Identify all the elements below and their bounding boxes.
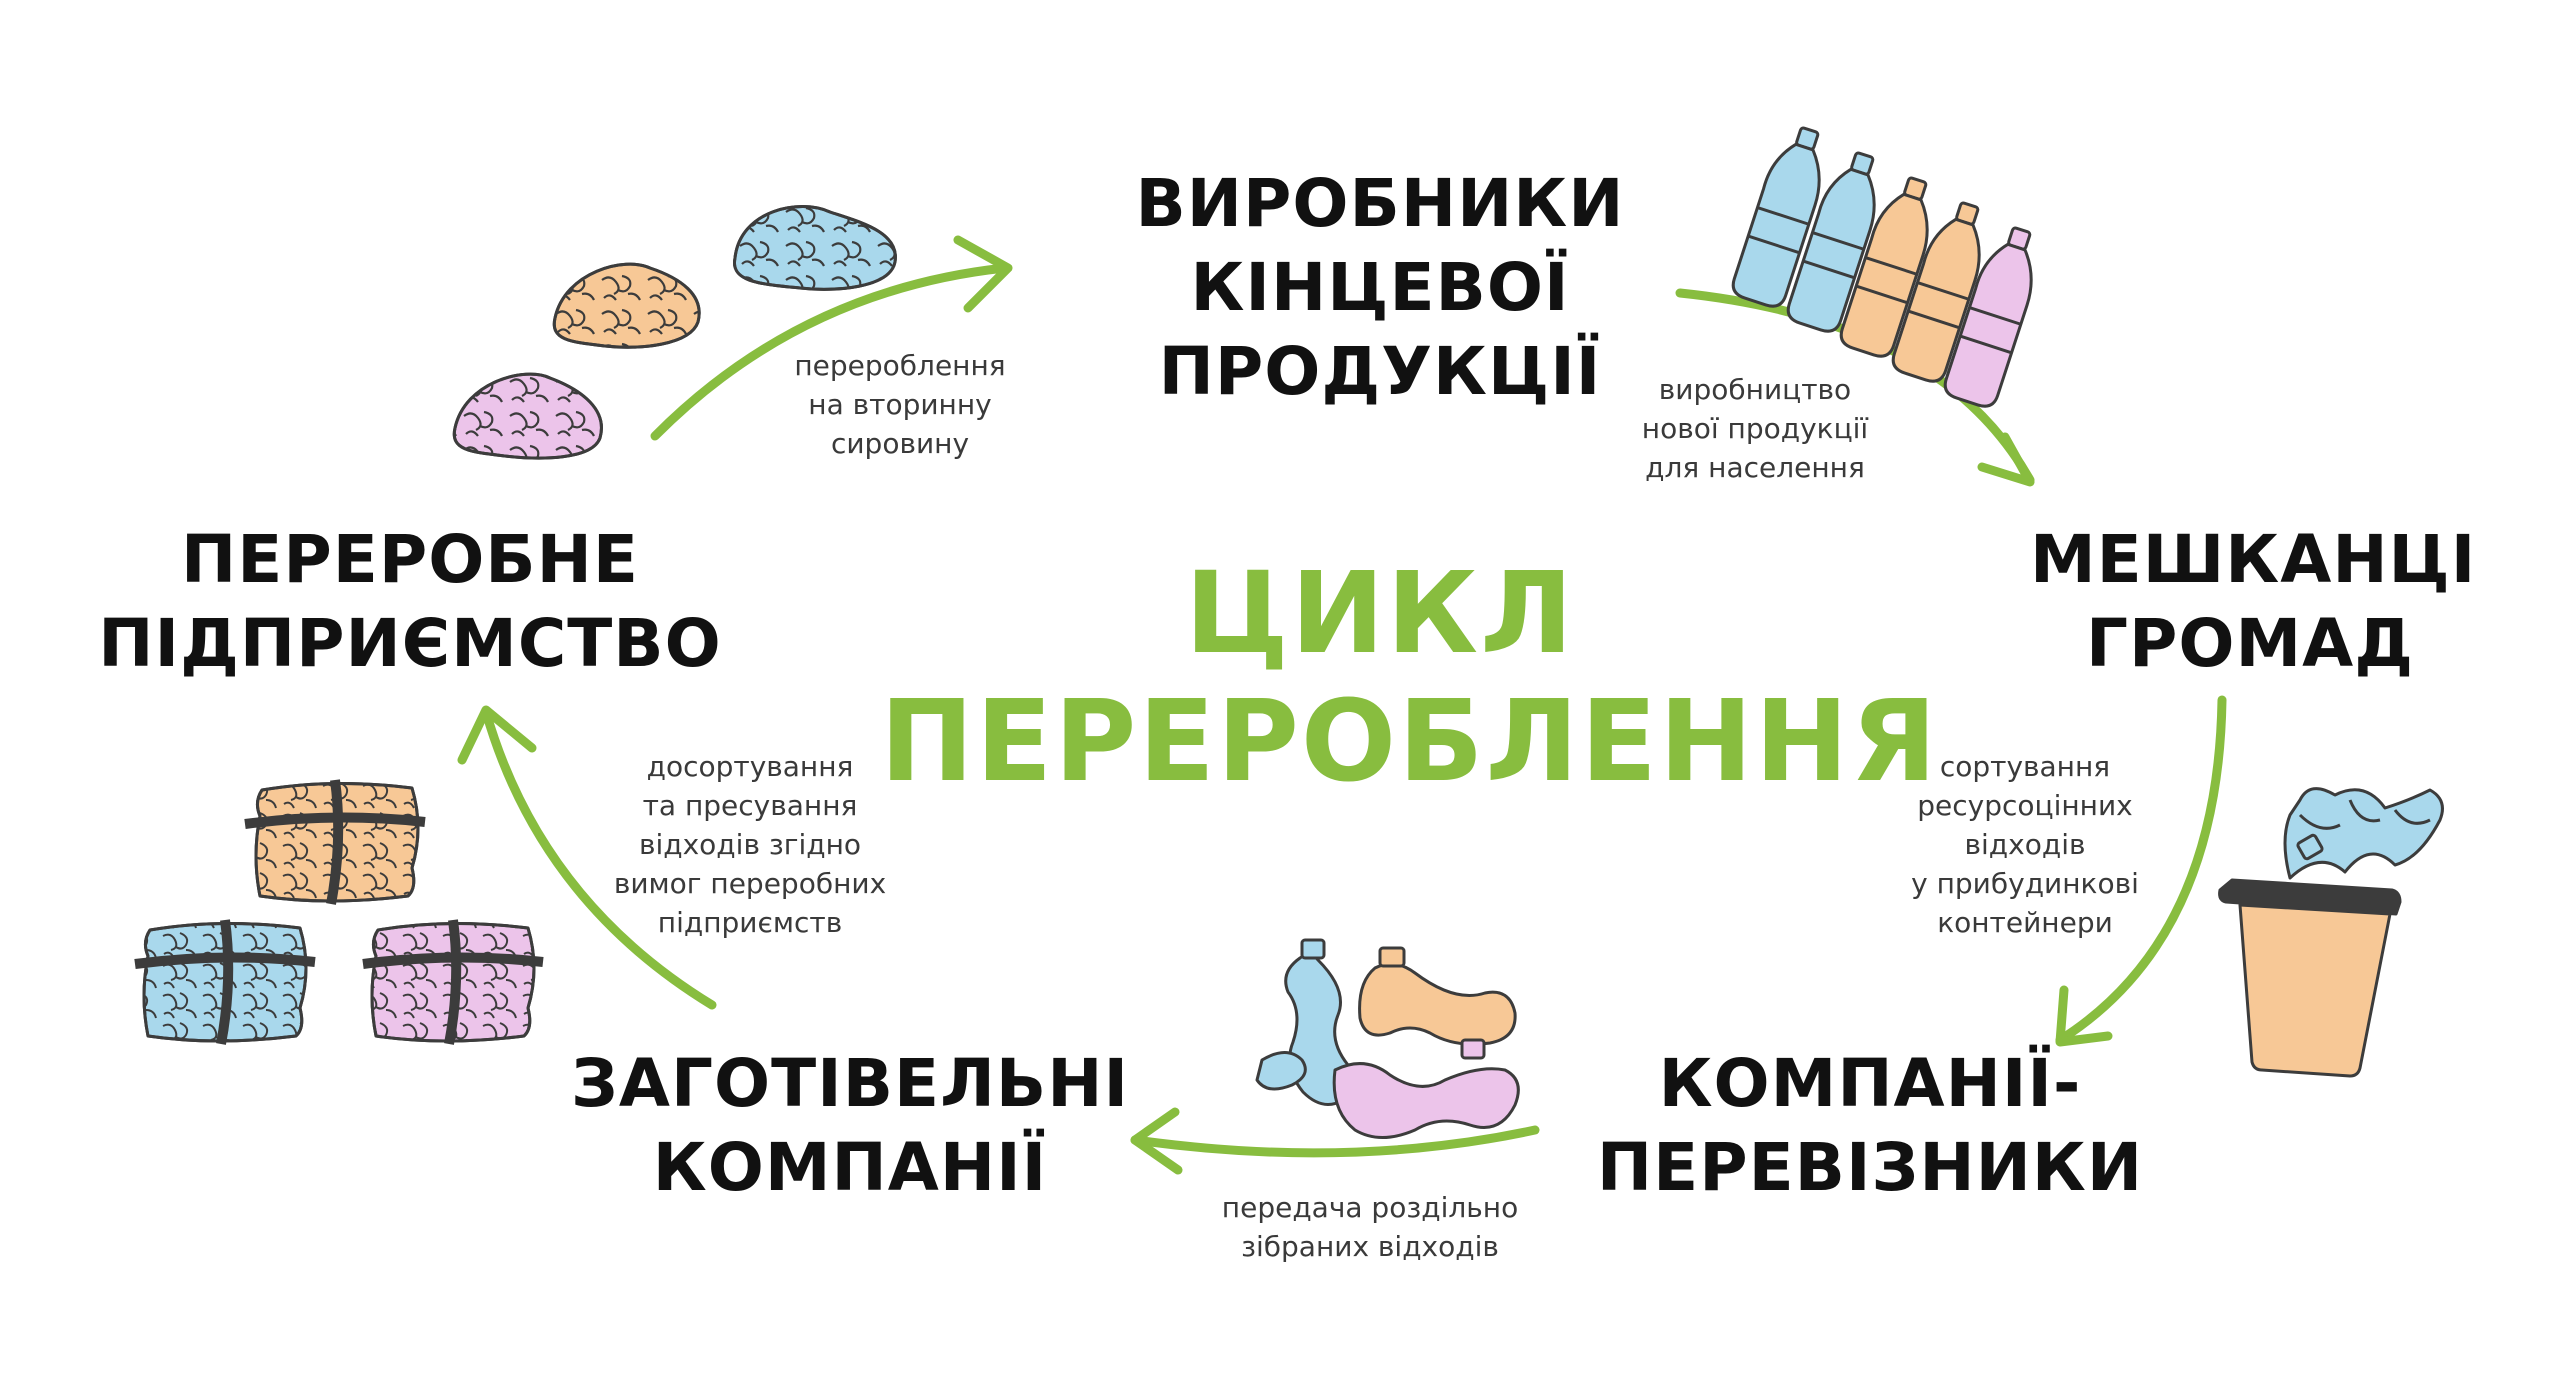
node-label-line: КОМПАНІЇ bbox=[652, 1129, 1048, 1206]
edge-label-line: на вторинну bbox=[808, 388, 992, 421]
edge-label-sorting: сортування ресурсоцінних відходів у приб… bbox=[1890, 747, 2160, 942]
edge-label-line: досортування bbox=[646, 750, 854, 783]
node-label-line: КІНЦЕВОЇ bbox=[1190, 249, 1570, 326]
edge-label-line: ресурсоцінних bbox=[1917, 789, 2133, 822]
edge-label-line: передача роздільно bbox=[1221, 1191, 1519, 1224]
node-label-line: ПЕРЕВІЗНИКИ bbox=[1596, 1129, 2144, 1206]
arrow-sorting bbox=[2055, 695, 2227, 1047]
edge-label-line: та пресування bbox=[642, 789, 858, 822]
edge-label-line: перероблення bbox=[794, 349, 1006, 382]
edge-label-transfer: передача роздільно зібраних відходів bbox=[1205, 1188, 1535, 1266]
edge-label-resorting: досортування та пресування відходів згід… bbox=[600, 747, 900, 942]
node-label-line: ГРОМАД bbox=[2085, 605, 2415, 682]
trash-bin-icon bbox=[2218, 787, 2444, 1078]
arrow-recycling bbox=[650, 235, 1013, 441]
edge-label-line: для населення bbox=[1645, 451, 1865, 484]
edge-label-line: вимог переробних bbox=[613, 867, 887, 900]
edge-label-line: сортування bbox=[1939, 750, 2111, 783]
edge-label-recycling: перероблення на вторинну сировину bbox=[770, 346, 1030, 463]
flakes-icon bbox=[452, 205, 897, 460]
edge-label-line: відходів згідно bbox=[638, 828, 862, 861]
edge-label-line: у прибудинкові bbox=[1911, 867, 2139, 900]
arrow-resorting bbox=[457, 705, 717, 1010]
title-line: ПЕРЕРОБЛЕННЯ bbox=[880, 677, 1939, 807]
node-label-line: ПІДПРИЄМСТВО bbox=[98, 605, 722, 682]
node-label-line: МЕШКАНЦІ bbox=[2030, 521, 2477, 598]
node-producers: ВИРОБНИКИ КІНЦЕВОЇ ПРОДУКЦІЇ bbox=[1080, 162, 1680, 414]
edge-label-line: зібраних відходів bbox=[1241, 1230, 1499, 1263]
node-label-line: ПРОДУКЦІЇ bbox=[1158, 333, 1602, 410]
node-label-line: ПЕРЕРОБНЕ bbox=[181, 521, 639, 598]
edge-label-line: контейнери bbox=[1937, 906, 2113, 939]
bottles-icon bbox=[1731, 126, 2033, 408]
crushed-bottles-icon bbox=[1255, 938, 1520, 1139]
edge-label-line: нової продукції bbox=[1641, 412, 1869, 445]
edge-label-line: відходів bbox=[1964, 828, 2086, 861]
edge-label-line: виробництво bbox=[1658, 373, 1852, 406]
node-residents: МЕШКАНЦІ ГРОМАД bbox=[2030, 518, 2477, 686]
node-label-line: ВИРОБНИКИ bbox=[1135, 165, 1625, 242]
node-label-line: ЗАГОТІВЕЛЬНІ bbox=[570, 1045, 1129, 1122]
node-label-line: КОМПАНІЇ- bbox=[1658, 1045, 2082, 1122]
edge-label-line: сировину bbox=[830, 427, 970, 460]
arrow-transfer bbox=[1130, 1107, 1540, 1175]
node-processing: ПЕРЕРОБНЕ ПІДПРИЄМСТВО bbox=[60, 518, 760, 686]
diagram-title: ЦИКЛ ПЕРЕРОБЛЕННЯ bbox=[880, 549, 1939, 807]
bales-icon bbox=[134, 779, 544, 1045]
node-procurement: ЗАГОТІВЕЛЬНІ КОМПАНІЇ bbox=[560, 1042, 1140, 1210]
edge-label-line: підприємств bbox=[657, 906, 843, 939]
title-line: ЦИКЛ bbox=[1184, 549, 1576, 679]
edge-label-production: виробництво нової продукції для населенн… bbox=[1610, 370, 1900, 487]
node-carriers: КОМПАНІЇ- ПЕРЕВІЗНИКИ bbox=[1560, 1042, 2180, 1210]
